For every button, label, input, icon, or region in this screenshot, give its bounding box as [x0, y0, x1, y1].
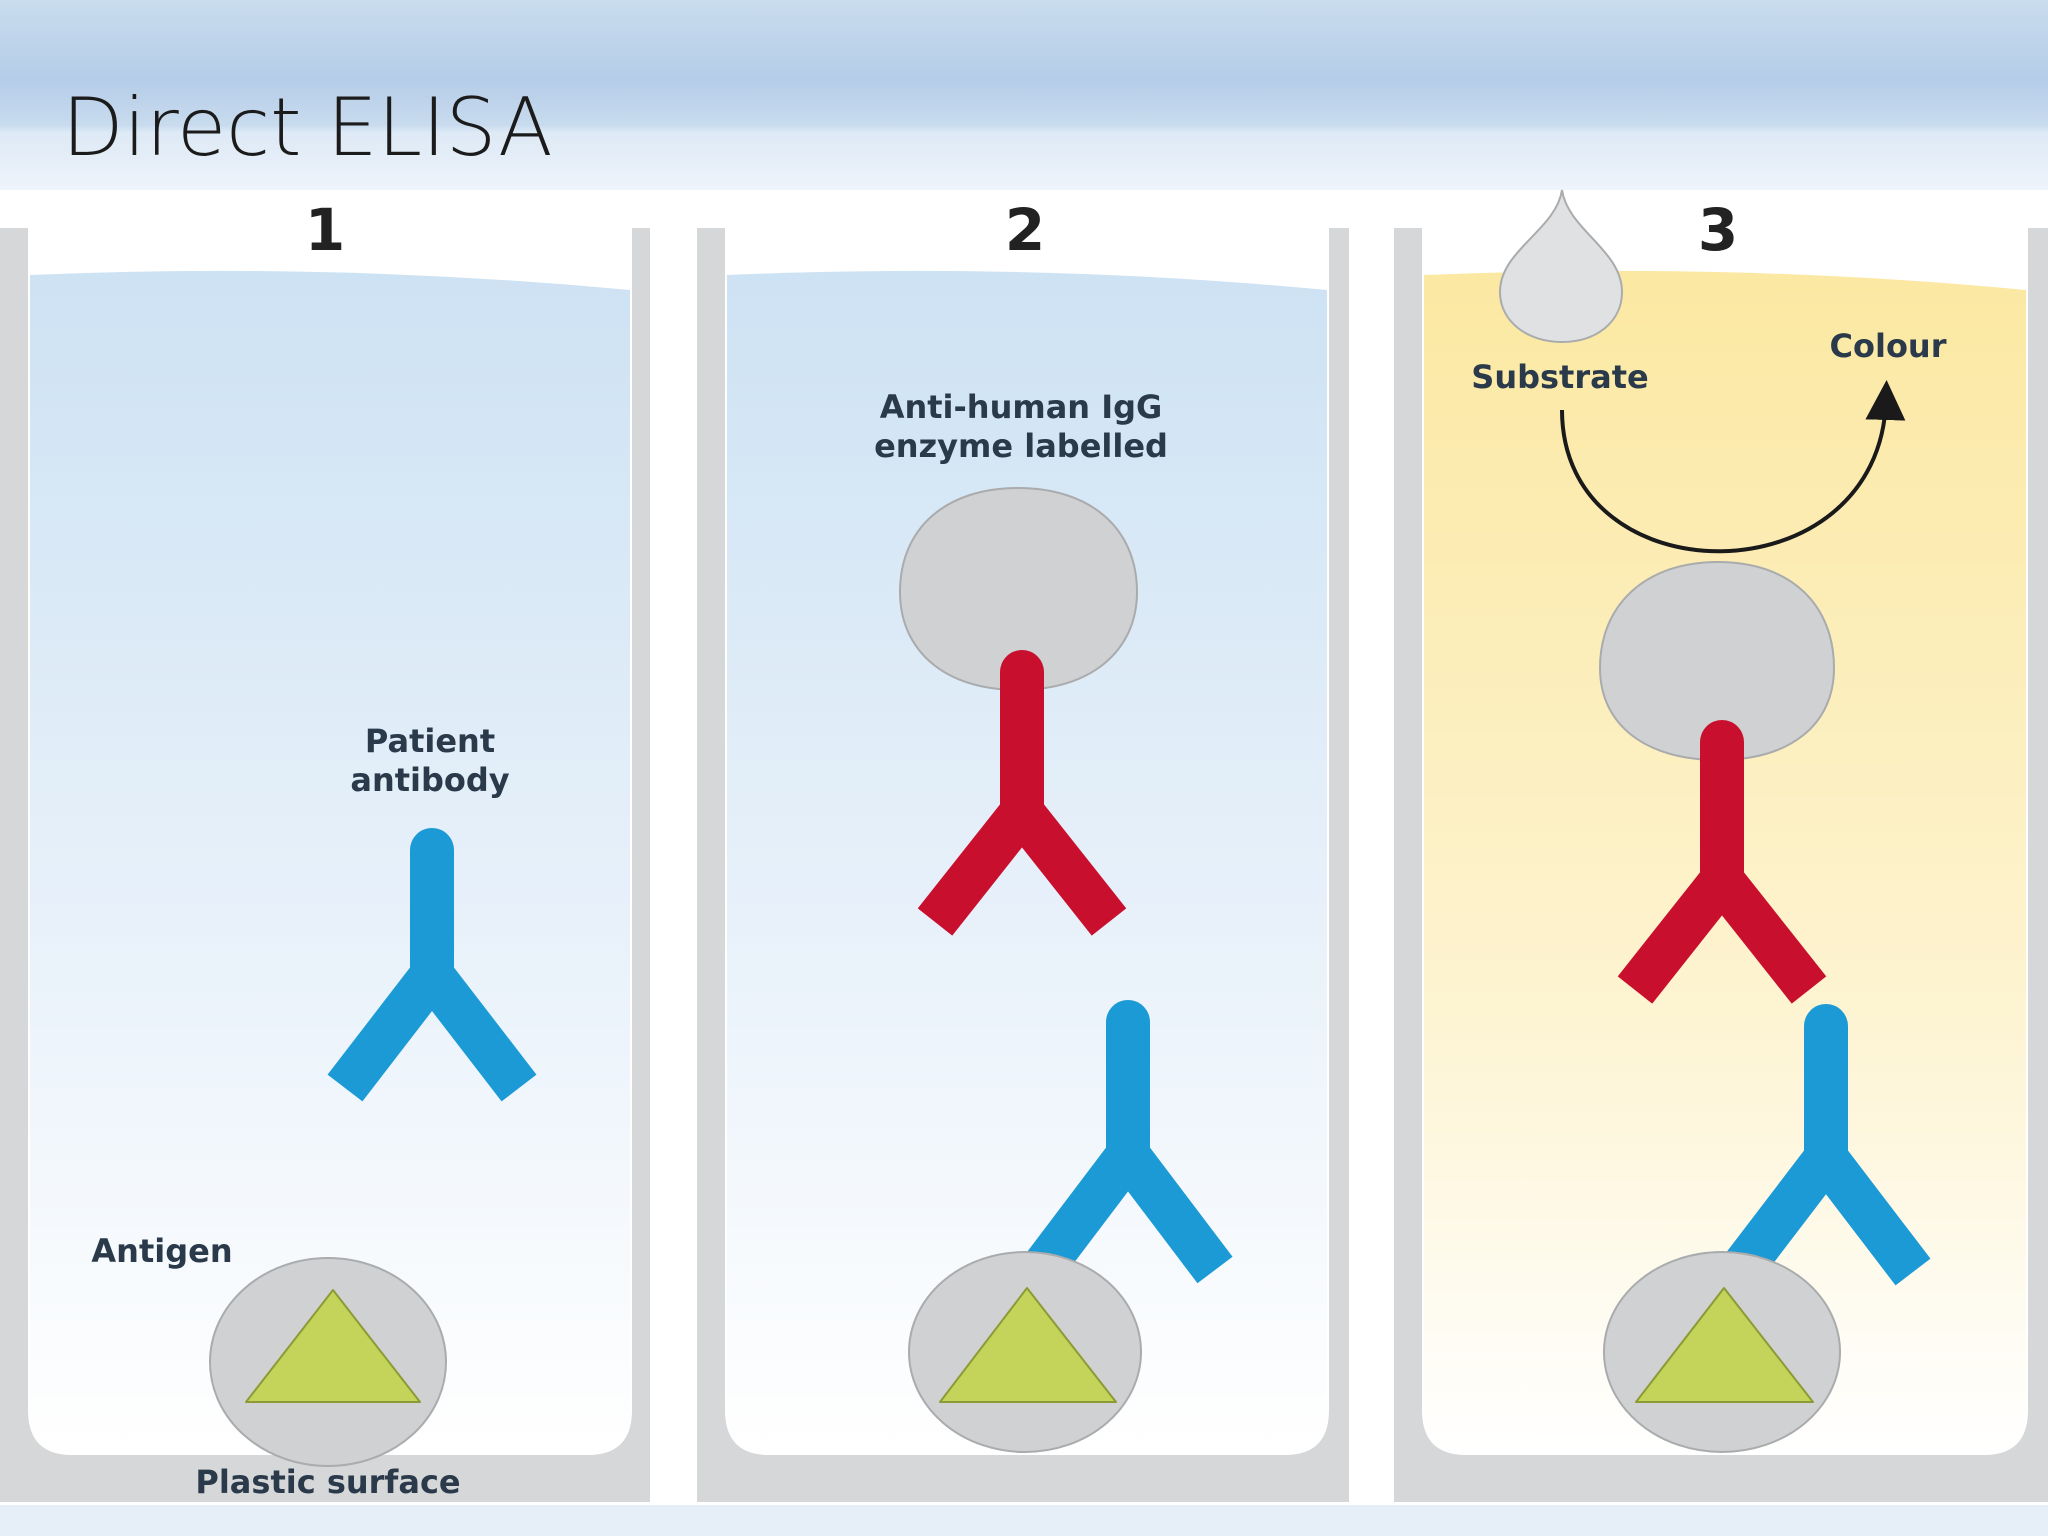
- header-band: [0, 0, 2048, 190]
- panel-1-number: 1: [305, 196, 345, 264]
- panel-2-anti-human-igg: [917, 650, 1127, 936]
- panel-3-reaction-arrow: [1560, 380, 1906, 554]
- panel-2-patient-antibody: [1023, 1000, 1233, 1284]
- panel-3-substrate-drop: [1498, 189, 1624, 344]
- panel-2-antigen-triangle: [939, 1287, 1117, 1403]
- panel-1: 1 Patient antibody Antigen Plastic surfa…: [0, 190, 650, 1502]
- panel-2-solution: [727, 270, 1327, 1452]
- panel-1-surface-label: Plastic surface: [195, 1463, 460, 1501]
- panel-3-anti-human-igg: [1617, 720, 1827, 1004]
- panel-3-patient-antibody: [1721, 1004, 1931, 1286]
- panel-2-enzyme-label-line1: Anti-human IgG: [880, 388, 1163, 426]
- panel-2-enzyme-label-line2: enzyme labelled: [874, 427, 1168, 465]
- panel-1-antigen-triangle: [245, 1289, 421, 1403]
- panel-3-colour-label: Colour: [1830, 327, 1947, 365]
- panel-2: 2 Anti-human IgG enzyme labelled: [697, 190, 1349, 1502]
- panel-3-antigen-triangle: [1635, 1287, 1814, 1403]
- slide-title: Direct ELISA: [62, 81, 553, 174]
- panel-2-number: 2: [1005, 196, 1045, 264]
- panel-3-number: 3: [1698, 196, 1738, 264]
- panel-1-patient-antibody: [327, 828, 537, 1102]
- panel-3-substrate-label: Substrate: [1471, 358, 1648, 396]
- panel-1-antibody-label-line2: antibody: [350, 761, 509, 799]
- panel-1-antibody-label-line1: Patient: [365, 722, 495, 760]
- footer-band: [0, 1505, 2048, 1536]
- panel-1-solution: [30, 270, 630, 1452]
- panel-3: 3 Substrate Colour: [1394, 189, 2048, 1502]
- panel-1-antigen-label: Antigen: [91, 1232, 232, 1270]
